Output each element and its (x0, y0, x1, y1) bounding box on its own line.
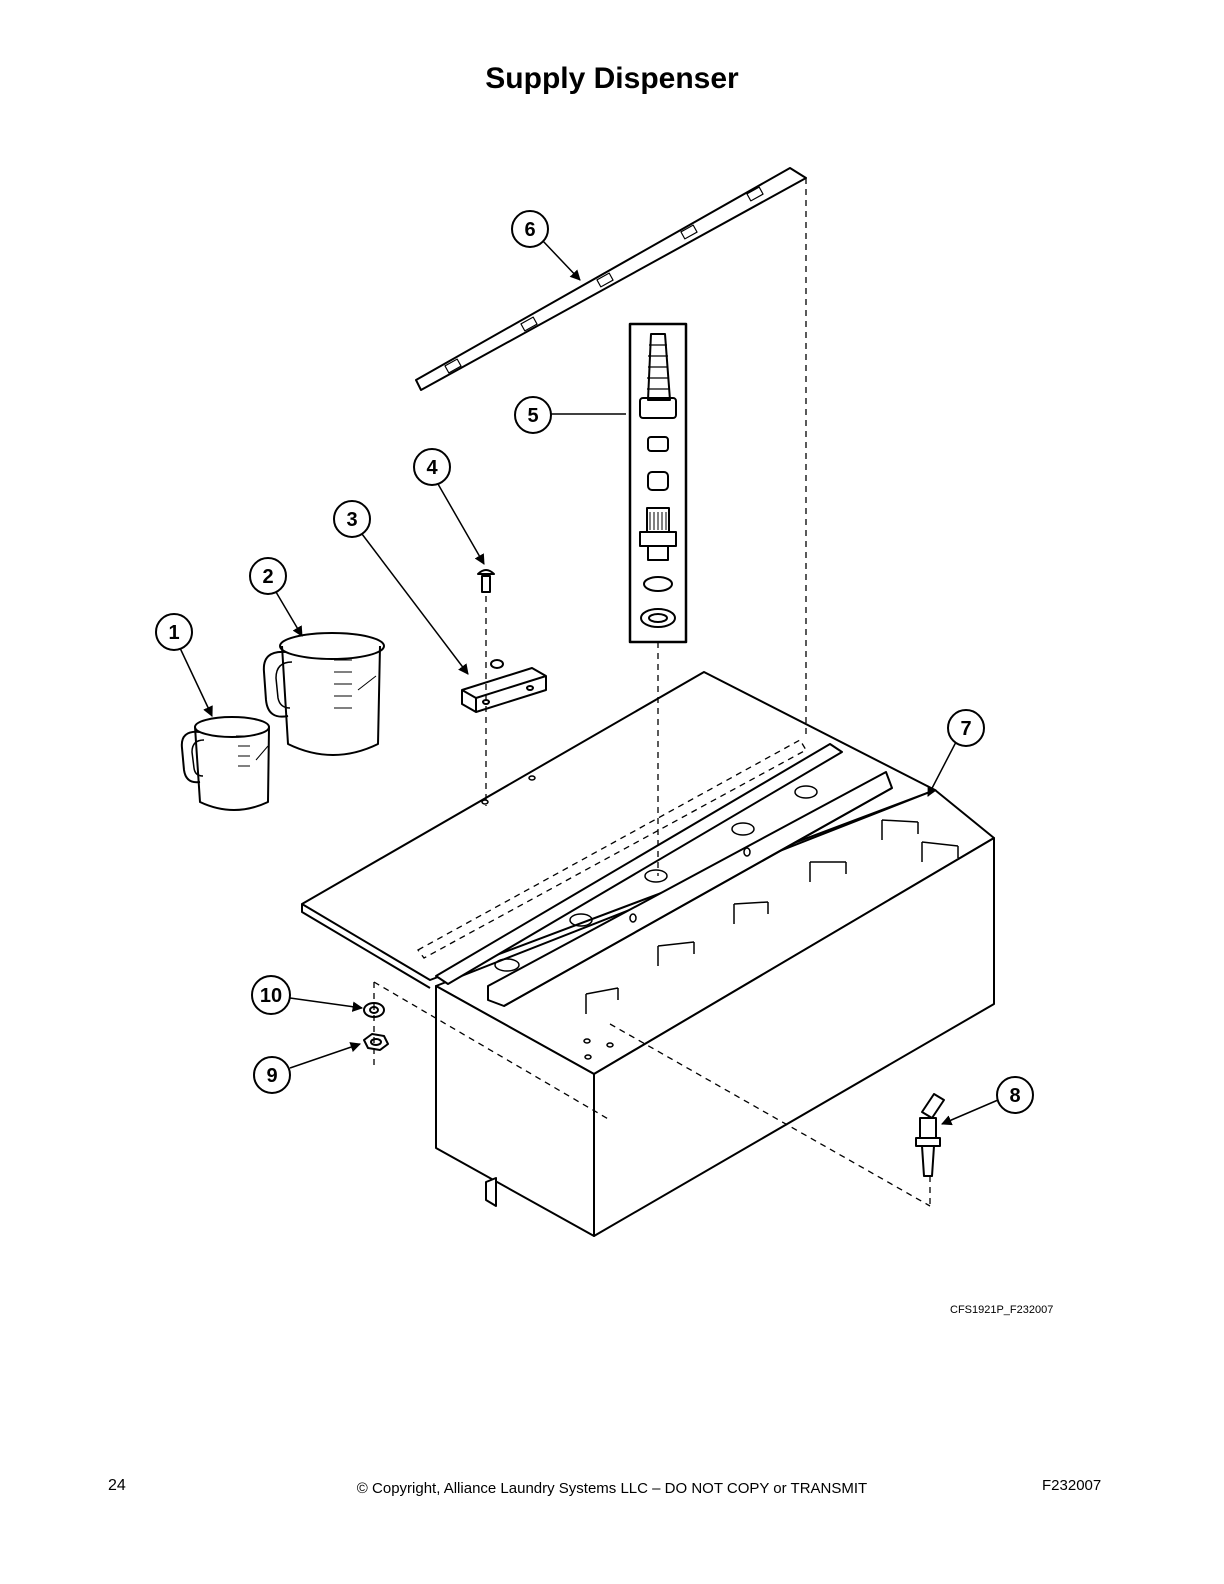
callout-9-circle (253, 1056, 291, 1094)
callout-5-label: 5 (527, 405, 538, 427)
figure-code: CFS1921P_F232007 (950, 1304, 1054, 1316)
assembly-dashed-lines (373, 178, 931, 1207)
copyright-notice: © Copyright, Alliance Laundry Systems LL… (356, 1480, 868, 1497)
small-measuring-cup-part (180, 716, 270, 811)
callout-1-circle (155, 613, 193, 651)
nut-part (363, 1033, 389, 1051)
callout-6-label: 6 (524, 219, 535, 241)
callout-2-circle (249, 557, 287, 595)
elbow-fitting-part (915, 1093, 945, 1177)
callout-8-circle (996, 1076, 1034, 1114)
callout-8-label: 8 (1009, 1085, 1020, 1107)
callout-4-circle (413, 448, 451, 486)
bracket-part (461, 659, 547, 713)
callout-7-label: 7 (960, 718, 971, 740)
callout-4-label: 4 (426, 457, 438, 479)
callout-2-label: 2 (262, 566, 273, 588)
page-number: 24 (108, 1477, 126, 1494)
callout-6-circle (511, 210, 549, 248)
dispenser-box-part (301, 671, 995, 1237)
callout-1-label: 1 (168, 622, 179, 644)
callout-7-circle (947, 709, 985, 747)
document-code: F232007 (1042, 1477, 1102, 1494)
large-measuring-cup-part (262, 632, 385, 756)
label-strip-part (415, 167, 807, 391)
callout-10-circle (251, 975, 291, 1015)
screw-part (477, 569, 495, 593)
callout-3-circle (333, 500, 371, 538)
callout-3-label: 3 (346, 509, 357, 531)
callout-9-label: 9 (266, 1065, 277, 1087)
callout-leader-lines (179, 239, 999, 1126)
page-title: Supply Dispenser (485, 62, 739, 95)
callout-5-circle (514, 396, 552, 434)
callout-10-label: 10 (260, 985, 282, 1007)
nozzle-assembly-part (628, 322, 688, 644)
